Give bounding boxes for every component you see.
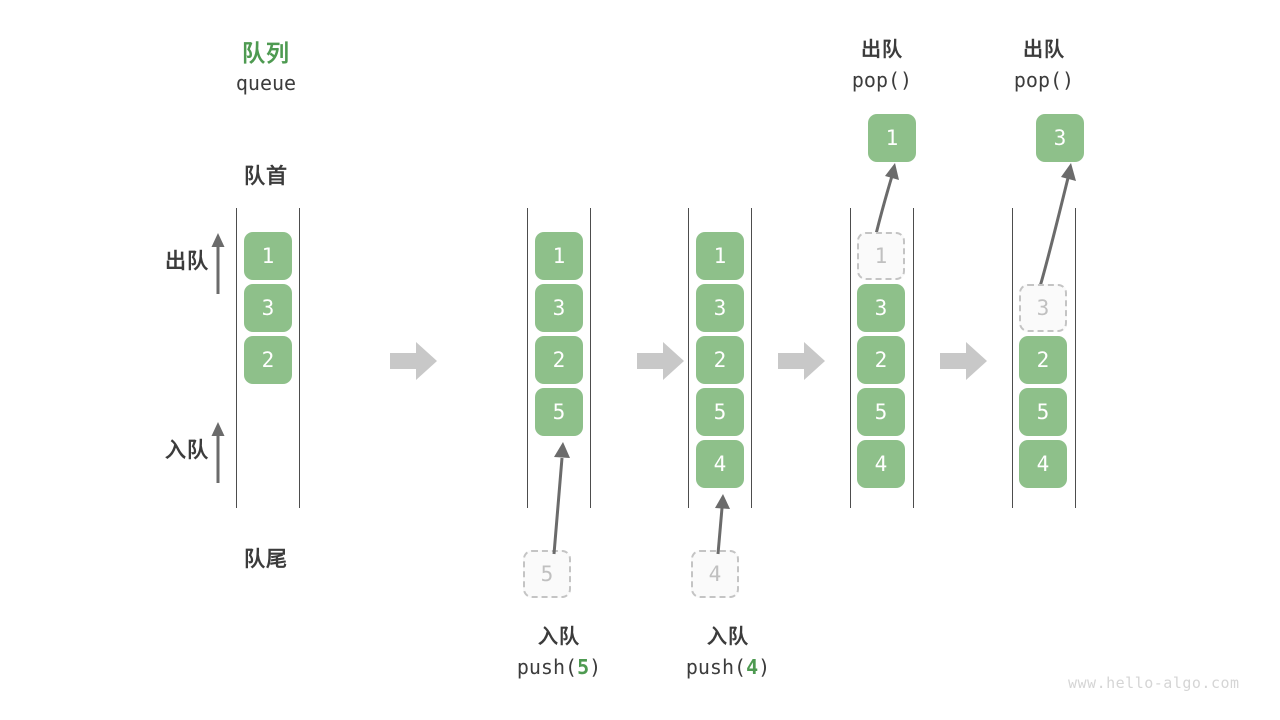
pop-1-caption-cn: 出队 bbox=[861, 37, 903, 61]
pop-arrow-icon bbox=[852, 160, 912, 240]
queue-cell: 4 bbox=[1019, 440, 1067, 488]
push-5-code-post: ) bbox=[589, 655, 602, 679]
push-5-code-pre: push( bbox=[516, 655, 578, 679]
push-4-caption-cn: 入队 bbox=[707, 624, 749, 648]
queue-rail-left-5 bbox=[1012, 208, 1013, 508]
push-4-code-post: ) bbox=[758, 655, 771, 679]
queue-cell: 5 bbox=[1019, 388, 1067, 436]
push-5-caption-code: push(5) bbox=[469, 655, 649, 679]
queue-cell: 3 bbox=[535, 284, 583, 332]
push-arrow-icon bbox=[530, 436, 590, 556]
queue-rail-left-3 bbox=[688, 208, 689, 508]
dequeue-direction-label: 出队 bbox=[165, 249, 209, 273]
transition-arrow-icon bbox=[390, 342, 438, 380]
queue-cell: 5 bbox=[696, 388, 744, 436]
watermark: www.hello-algo.com bbox=[1068, 674, 1240, 692]
queue-cell: 2 bbox=[535, 336, 583, 384]
queue-cell: 1 bbox=[244, 232, 292, 280]
pop-3-caption-code: pop() bbox=[1013, 68, 1075, 92]
queue-cell: 1 bbox=[535, 232, 583, 280]
pop-arrow-icon bbox=[1020, 160, 1090, 295]
pop-3-caption-cn: 出队 bbox=[1023, 37, 1065, 61]
push-5-code-arg: 5 bbox=[577, 655, 590, 679]
transition-arrow-icon bbox=[778, 342, 826, 380]
queue-title-en: queue bbox=[235, 71, 297, 95]
dequeue-direction-arrow-icon bbox=[209, 232, 227, 296]
pop-3-caption: 出队 pop() bbox=[954, 33, 1134, 92]
pop-1-caption-code: pop() bbox=[851, 68, 913, 92]
push-4-caption-code: push(4) bbox=[638, 655, 818, 679]
queue-cell: 2 bbox=[244, 336, 292, 384]
queue-rail-left-4 bbox=[850, 208, 851, 508]
push-4-code-arg: 4 bbox=[746, 655, 759, 679]
push-5-caption: 入队 push(5) bbox=[469, 620, 649, 679]
queue-cell: 3 bbox=[696, 284, 744, 332]
queue-cell: 4 bbox=[857, 440, 905, 488]
queue-rail-right-3 bbox=[751, 208, 752, 508]
pop-1-caption: 出队 pop() bbox=[792, 33, 972, 92]
rear-label: 队尾 bbox=[244, 547, 288, 571]
queue-cell: 2 bbox=[696, 336, 744, 384]
queue-cell: 1 bbox=[696, 232, 744, 280]
queue-cell: 2 bbox=[857, 336, 905, 384]
queue-rail-right-1 bbox=[299, 208, 300, 508]
queue-rail-right-5 bbox=[1075, 208, 1076, 508]
queue-title-cn: 队列 bbox=[242, 41, 290, 67]
enqueue-direction-label: 入队 bbox=[165, 438, 209, 462]
queue-cell: 5 bbox=[535, 388, 583, 436]
dequeued-ghost-cell: 3 bbox=[1019, 284, 1067, 332]
queue-cell: 4 bbox=[696, 440, 744, 488]
popped-cell: 3 bbox=[1036, 114, 1084, 162]
incoming-ghost-cell: 5 bbox=[523, 550, 571, 598]
queue-rail-left-2 bbox=[527, 208, 528, 508]
transition-arrow-icon bbox=[637, 342, 685, 380]
push-5-caption-cn: 入队 bbox=[538, 624, 580, 648]
queue-cell: 3 bbox=[857, 284, 905, 332]
dequeued-ghost-cell: 1 bbox=[857, 232, 905, 280]
push-arrow-icon bbox=[698, 488, 748, 556]
front-label: 队首 bbox=[244, 164, 288, 188]
push-4-caption: 入队 push(4) bbox=[638, 620, 818, 679]
queue-cell: 2 bbox=[1019, 336, 1067, 384]
incoming-ghost-cell: 4 bbox=[691, 550, 739, 598]
transition-arrow-icon bbox=[940, 342, 988, 380]
popped-cell: 1 bbox=[868, 114, 916, 162]
queue-rail-right-2 bbox=[590, 208, 591, 508]
queue-rail-left-1 bbox=[236, 208, 237, 508]
push-4-code-pre: push( bbox=[685, 655, 747, 679]
enqueue-direction-arrow-icon bbox=[209, 421, 227, 485]
queue-cell: 5 bbox=[857, 388, 905, 436]
queue-cell: 3 bbox=[244, 284, 292, 332]
queue-rail-right-4 bbox=[913, 208, 914, 508]
